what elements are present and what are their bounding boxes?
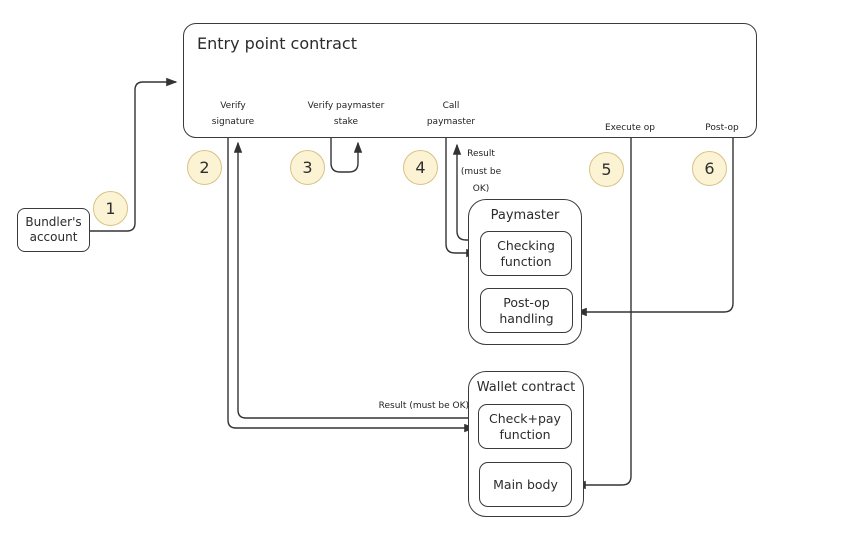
- entry-point-title: Entry point contract: [197, 34, 357, 53]
- port-label-line: paymaster: [426, 116, 476, 127]
- port-label-line: Execute op: [604, 123, 656, 133]
- checking-function-node: Checking function: [480, 231, 572, 276]
- node-label-line: function: [500, 253, 552, 269]
- step-circle-3: 3: [290, 150, 325, 185]
- post-op-handling-node: Post-op handling: [480, 288, 573, 333]
- connector-checkpay-result-return: [233, 141, 478, 419]
- node-label-line: Checking: [497, 238, 555, 253]
- port-label-line: Verify paymaster: [307, 101, 385, 111]
- node-label-line: function: [499, 426, 551, 442]
- step-number: 4: [415, 158, 426, 177]
- connector-verify-signature-call: [227, 138, 476, 433]
- check-pay-function-node: Check+pay function: [478, 404, 572, 449]
- step-circle-1: 1: [93, 191, 128, 226]
- step-number: 1: [105, 199, 116, 218]
- bundler-account-box: Bundler's account: [17, 208, 90, 252]
- bundler-label-line: account: [29, 230, 78, 244]
- wallet-contract-title: Wallet contract: [476, 380, 576, 395]
- step-number: 5: [601, 160, 612, 179]
- step-number: 2: [199, 158, 210, 177]
- annotation-line: OK): [472, 184, 490, 194]
- paymaster-result-annotation: Result (must be OK): [449, 146, 513, 199]
- port-label-verify-signature: Verify signature: [188, 99, 278, 130]
- paymaster-title: Paymaster: [490, 208, 560, 223]
- step-number: 3: [302, 158, 313, 177]
- node-label-line: Check+pay: [489, 411, 561, 426]
- port-label-call-paymaster: Call paymaster: [406, 99, 496, 130]
- annotation-line: Result: [467, 149, 495, 159]
- port-label-line: stake: [333, 116, 359, 127]
- bundler-label-line: Bundler's: [25, 215, 82, 229]
- node-label-line: Main body: [493, 476, 558, 492]
- port-label-line: Post-op: [705, 123, 739, 133]
- node-label-line: handling: [499, 310, 554, 326]
- port-label-verify-paymaster-stake: Verify paymaster stake: [301, 99, 391, 130]
- wallet-result-annotation: Result (must be OK): [378, 401, 469, 411]
- connector-stake-self-loop: [330, 138, 363, 173]
- node-label-line: Post-op: [503, 295, 550, 310]
- step-circle-6: 6: [692, 151, 727, 186]
- annotation-line: (must be: [460, 166, 502, 177]
- connector-execute-op: [574, 138, 632, 490]
- port-label-line: Call: [442, 101, 460, 111]
- step-circle-4: 4: [403, 150, 438, 185]
- step-circle-5: 5: [589, 152, 624, 187]
- port-label-line: signature: [211, 116, 255, 127]
- step-circle-2: 2: [187, 150, 222, 185]
- port-label-line: Verify: [220, 101, 246, 111]
- entry-point-contract-box: [183, 23, 757, 138]
- step-number: 6: [704, 159, 715, 178]
- main-body-node: Main body: [479, 462, 572, 507]
- port-label-post-op: Post-op: [677, 121, 767, 137]
- port-label-execute-op: Execute op: [585, 121, 675, 137]
